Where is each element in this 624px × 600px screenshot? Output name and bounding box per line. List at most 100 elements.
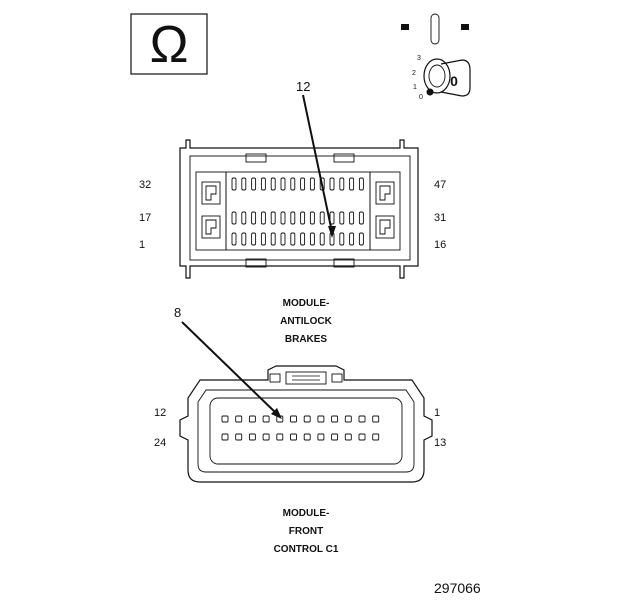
abs-terminal-slot (280, 232, 286, 246)
abs-latch-bottom-right (333, 258, 355, 268)
fcm-terminal (290, 415, 297, 423)
abs-terminal-slot (231, 232, 237, 246)
abs-terminal-slot (358, 232, 364, 246)
abs-pin-rows (231, 177, 364, 246)
abs-large-terminal (375, 215, 395, 239)
abs-terminal-slot (280, 177, 286, 191)
fcm-callout-leader (181, 321, 278, 415)
abs-large-terminal-pin (379, 185, 391, 201)
abs-terminal-slot (270, 232, 276, 246)
fcm-terminal (262, 415, 270, 423)
abs-terminal-slot (300, 232, 306, 246)
fcm-terminal (372, 415, 380, 423)
fcm-callout-number: 8 (174, 305, 181, 320)
abs-latch-top-left (245, 153, 267, 163)
fcm-terminal (235, 433, 243, 441)
fcm-caption-line-1: MODULE- (283, 508, 330, 519)
abs-pin-label-right-bottom: 16 (434, 239, 446, 251)
fcm-pin-label-left-bottom: 24 (154, 437, 166, 449)
key-indicator-left-bar (401, 24, 409, 30)
fcm-latch (285, 371, 327, 385)
abs-terminal-slot (339, 177, 345, 191)
abs-caption-line-2: ANTILOCK (280, 316, 332, 327)
abs-connector-inner-frame (189, 155, 411, 261)
fcm-terminal (248, 433, 256, 441)
key-cylinder-inner (428, 64, 446, 88)
abs-terminal-slot (241, 177, 247, 191)
fcm-terminal (344, 433, 352, 441)
abs-terminal-slot (231, 177, 237, 191)
abs-large-terminal (375, 181, 395, 205)
fcm-terminal (358, 433, 366, 441)
fcm-terminal (303, 415, 311, 423)
abs-large-terminal-pin (379, 219, 391, 235)
abs-terminal-slot (319, 232, 325, 246)
fcm-pin-label-right-top: 1 (434, 407, 440, 419)
abs-pin-field (225, 171, 371, 251)
abs-terminal-slot (349, 232, 355, 246)
fcm-terminal (221, 415, 229, 423)
abs-connector: 32 17 1 47 31 16 12 MODULE- ANTILOCK BRA… (139, 79, 446, 345)
abs-terminal-slot (231, 211, 237, 225)
abs-terminal-slot (349, 211, 355, 225)
abs-callout-arrowhead (328, 226, 336, 238)
abs-caption-line-1: MODULE- (283, 298, 330, 309)
abs-large-terminal (201, 181, 221, 205)
fcm-pin-housing (209, 397, 403, 465)
fcm-terminal (248, 415, 256, 423)
abs-callout-leader (302, 94, 333, 233)
abs-terminal-slot (270, 177, 276, 191)
front-control-connector: 12 24 1 13 8 MODULE- FRONT CONTROL C1 (154, 305, 446, 555)
ignition-key-icon: 0 3 2 1 0 (401, 13, 471, 101)
ohm-symbol: Ω (150, 16, 189, 74)
abs-pin-label-left-bottom: 1 (139, 239, 145, 251)
fcm-terminal (372, 433, 380, 441)
abs-terminal-slot (260, 232, 266, 246)
fcm-terminal (317, 433, 325, 441)
key-position-marker (426, 88, 434, 96)
fcm-pin-label-right-bottom: 13 (434, 437, 446, 449)
abs-callout-number: 12 (296, 79, 310, 94)
abs-terminal-slot (358, 177, 364, 191)
abs-terminal-slot (251, 232, 257, 246)
abs-terminal-slot (241, 232, 247, 246)
abs-large-terminal-pin (205, 185, 217, 201)
ohm-symbol-box: Ω (130, 13, 208, 75)
ohm-symbol-frame (130, 13, 208, 75)
abs-terminal-slot (241, 211, 247, 225)
abs-pin-label-right-top: 47 (434, 179, 446, 191)
fcm-terminal (290, 433, 297, 441)
key-position-1: 1 (413, 84, 417, 91)
key-slot (430, 13, 440, 45)
fcm-caption-line-2: FRONT (289, 526, 323, 537)
figure-number: 297066 (434, 580, 481, 596)
abs-terminal-slot (260, 211, 266, 225)
abs-terminal-slot (251, 211, 257, 225)
abs-terminal-slot (280, 211, 286, 225)
fcm-latch-side (331, 373, 343, 383)
fcm-latch-side (269, 373, 281, 383)
fcm-terminal (317, 415, 325, 423)
abs-terminal-slot (309, 177, 315, 191)
fcm-terminal (235, 415, 243, 423)
key-position-0: 0 (419, 94, 423, 101)
abs-large-terminal (201, 215, 221, 239)
key-cylinder (423, 58, 451, 94)
abs-terminal-slot (319, 211, 325, 225)
key-indicator-right-bar (461, 24, 469, 30)
fcm-terminal (331, 415, 339, 423)
abs-terminal-slot (358, 211, 364, 225)
abs-pin-label-left-top: 32 (139, 179, 151, 191)
fcm-pin-label-left-top: 12 (154, 407, 166, 419)
fcm-callout-arrowhead (271, 408, 282, 419)
abs-latch-bottom-left (245, 258, 267, 268)
key-face-label: 0 (450, 73, 458, 89)
fcm-terminal (358, 415, 366, 423)
fcm-terminal (344, 415, 352, 423)
abs-large-terminals (201, 181, 395, 239)
abs-terminal-slot (251, 177, 257, 191)
fcm-connector-shell (179, 365, 433, 483)
abs-pin-label-right-mid: 31 (434, 212, 446, 224)
abs-connector-body (179, 139, 419, 279)
